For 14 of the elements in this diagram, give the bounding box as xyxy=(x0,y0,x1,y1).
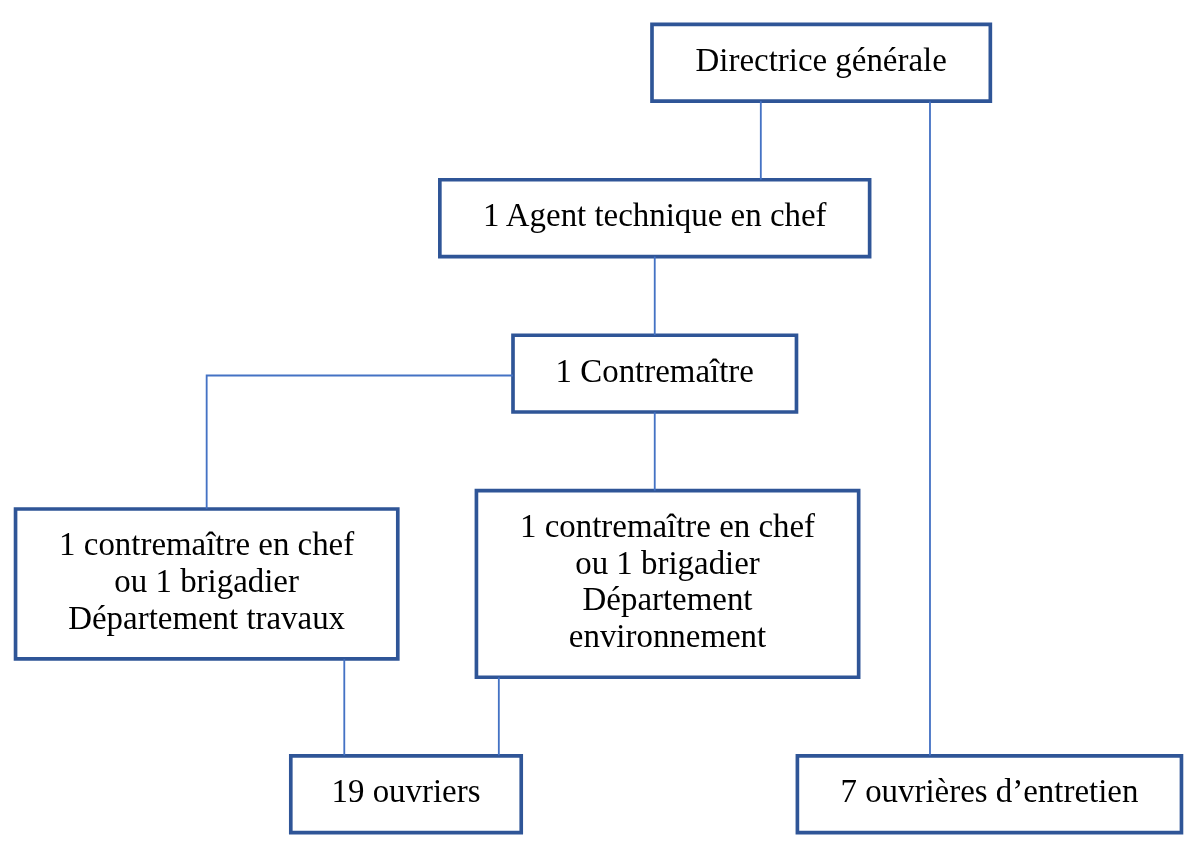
connector xyxy=(653,255,656,336)
node-box: 19 ouvriers xyxy=(288,753,524,834)
connector xyxy=(653,410,656,491)
node-box: 1 Contremaître xyxy=(511,332,799,414)
node-box: 1 contremaître en chef ou 1 brigadier Département environnement xyxy=(474,488,861,679)
connector xyxy=(205,374,514,510)
node-box: 1 Agent technique en chef xyxy=(438,177,872,258)
connector xyxy=(497,676,500,756)
connector xyxy=(759,99,762,181)
node-box: 7 ouvrières d’entretien xyxy=(795,753,1184,834)
node-box: Directrice générale xyxy=(650,22,993,103)
connector xyxy=(929,100,931,756)
node-box: 1 contremaître en chef ou 1 brigadier Département travaux xyxy=(13,506,400,661)
connector xyxy=(343,657,346,756)
